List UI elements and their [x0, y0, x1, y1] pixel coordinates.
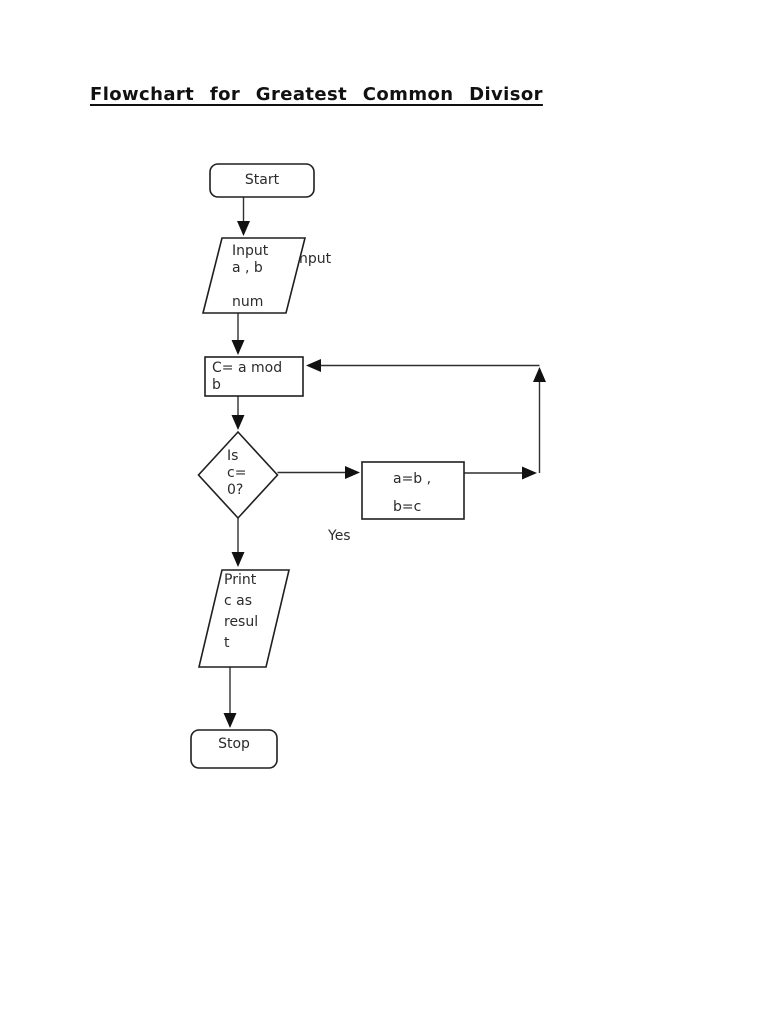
- decision-label: Is c= 0?: [227, 448, 247, 498]
- print-parallelogram-shape: [197, 569, 291, 668]
- input-label: Input a , b num: [232, 243, 269, 310]
- swap-process-shape: [361, 461, 465, 520]
- print-label: Print c as resul t: [224, 572, 259, 651]
- input-overflow-text: nput: [299, 251, 332, 267]
- stop-label: Stop: [218, 736, 250, 752]
- start-label: Start: [244, 172, 280, 188]
- start-terminator-shape: [209, 163, 315, 198]
- compute-process-shape: [204, 356, 304, 397]
- input-parallelogram-shape: [201, 237, 307, 314]
- edge-label-yes: Yes: [328, 528, 351, 544]
- compute-label: C= a mod b: [212, 360, 283, 393]
- swap-label: a=b , b=c: [393, 471, 432, 515]
- stop-terminator-shape: [190, 729, 278, 769]
- decision-diamond-shape: [197, 430, 279, 520]
- page-title: Flowchart for Greatest Common Divisor: [90, 84, 543, 105]
